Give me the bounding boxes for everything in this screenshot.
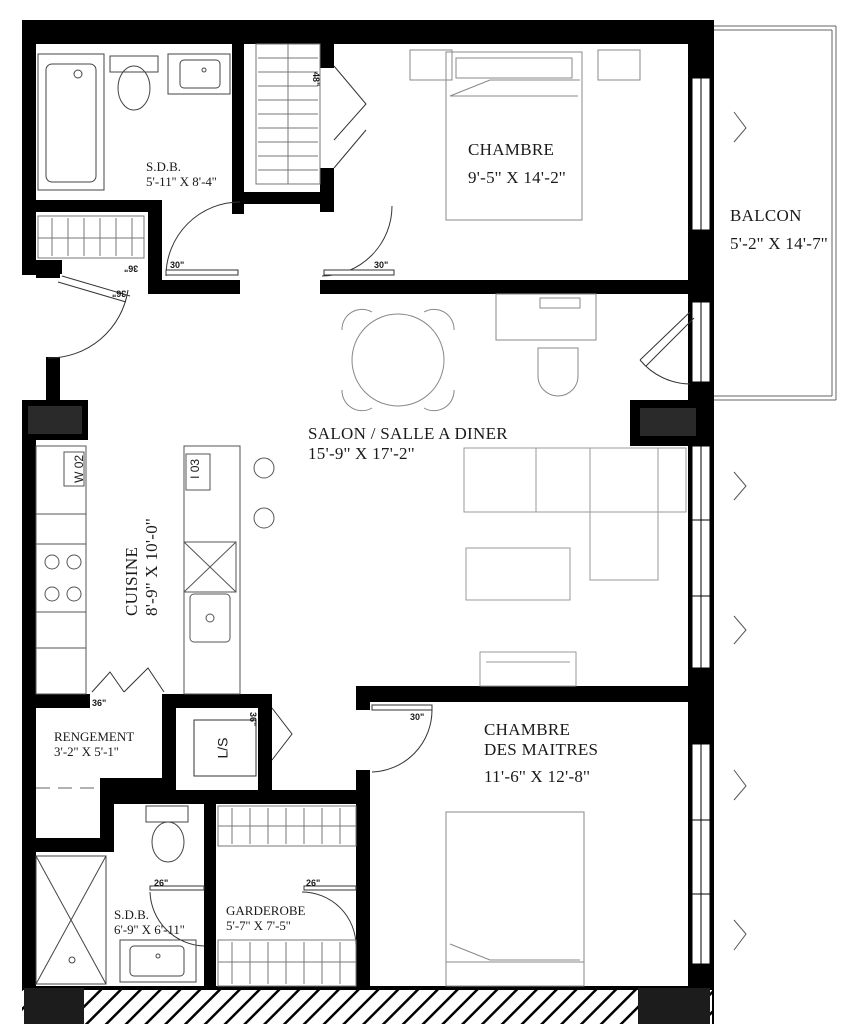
chambre-label: CHAMBRE 9'-5'' X 14'-2'' [468,140,566,187]
door-width-maitres: 30" [410,712,425,722]
door-width-entry-closet-a: 36" [124,263,139,274]
master-bed [445,811,585,987]
door-width-closet-chambre: 48" [311,72,321,87]
maitres-dims: 11'-6'' X 12'-8'' [484,767,590,787]
balcon-label: BALCON 5'-2'' X 14'-7'' [730,206,828,253]
cuisine-label: CUISINE 8'-9'' X 10'-0'' [122,518,161,616]
rengement-dims: 3'-2'' X 5'-1'' [54,743,119,759]
windows [691,77,711,965]
door-width-pantry: 36" [92,698,107,708]
sdb1-name: S.D.B. [146,159,182,174]
balcon-dims: 5'-2'' X 14'-7'' [730,233,828,253]
garderobe-dims: 5'-7'' X 7'-5'' [226,917,291,933]
sdb2-name: S.D.B. [114,907,150,922]
maitres-label: CHAMBRE DES MAITRES 11'-6'' X 12'-8'' [484,720,598,787]
desk [495,293,597,397]
rengement-label: RENGEMENT 3'-2'' X 5'-1'' [54,729,135,760]
door-width-laundry: 36" [248,712,258,727]
dining-table [341,308,455,412]
salon-dims: 15'-9'' X 17'-2'' [308,443,415,463]
closet-shelving [37,43,357,987]
maitres-name2: DES MAITRES [484,739,599,759]
balcon-name: BALCON [730,206,802,225]
door-width-chambre: 30" [374,260,389,270]
sdb2-dims: 6'-9'' X 6'-11'' [114,921,185,937]
kitchen-counters [35,445,275,695]
garderobe-label: GARDEROBE 5'-7'' X 7'-5'' [226,903,306,934]
bathroom-2-fixtures [35,805,197,985]
door-width-garderobe: 26" [306,878,321,888]
laundry-unit [193,719,257,777]
garderobe-name: GARDEROBE [226,903,306,918]
sofa [463,447,687,687]
sdb1-dims: 5'-11'' X 8'-4'' [146,173,217,189]
salon-label: SALON / SALLE A DINER 15'-9'' X 17'-2'' [308,424,508,463]
sdb1-label: S.D.B. 5'-11'' X 8'-4'' [146,159,217,190]
balcony-outline [714,25,837,401]
door-width-sdb2: 26" [154,878,169,888]
dishwasher-tag: I 03 [188,458,203,479]
rengement-name: RENGEMENT [54,729,135,744]
washer-tag: W 02 [72,454,87,483]
door-width-sdb1: 30" [170,260,185,270]
bathroom-1-fixtures [37,53,231,191]
cuisine-name: CUISINE [122,546,141,616]
maitres-name: CHAMBRE [484,720,571,739]
doors [47,65,695,947]
chambre-dims: 9'-5'' X 14'-2'' [468,167,566,187]
cuisine-dims: 8'-9'' X 10'-0'' [141,518,161,616]
laundry-tag: L/S [214,737,231,759]
door-width-entry-closet-b: 36" [112,288,127,299]
sdb2-label: S.D.B. 6'-9'' X 6'-11'' [114,907,185,938]
salon-name: SALON / SALLE A DINER [308,424,508,443]
chambre-name: CHAMBRE [468,140,555,159]
window-swings [733,111,747,951]
chambre-bed [409,49,641,221]
